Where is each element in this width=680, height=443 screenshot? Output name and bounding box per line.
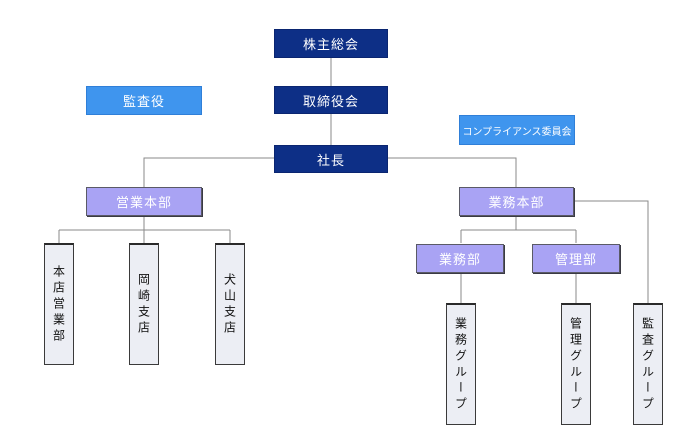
audit-group-box: 監査グループ [633, 303, 663, 425]
management-group-box: 管理グループ [561, 303, 591, 425]
okazaki-branch-box: 岡崎支店 [129, 243, 159, 365]
sales-headquarters-box: 営業本部 [86, 187, 202, 216]
inuyama-branch-box: 犬山支店 [215, 243, 245, 365]
management-dept-box: 管理部 [532, 244, 620, 273]
auditor-box: 監査役 [86, 86, 202, 115]
business-headquarters-box: 業務本部 [459, 187, 574, 216]
business-dept-box: 業務部 [416, 244, 504, 273]
shareholders-meeting-box: 株主総会 [274, 29, 388, 58]
main-store-sales-dept-box: 本店営業部 [44, 243, 74, 365]
board-of-directors-box: 取締役会 [274, 86, 388, 114]
business-group-box: 業務グループ [446, 303, 476, 425]
president-box: 社長 [274, 145, 388, 173]
compliance-committee-box: コンプライアンス委員会 [459, 115, 575, 145]
